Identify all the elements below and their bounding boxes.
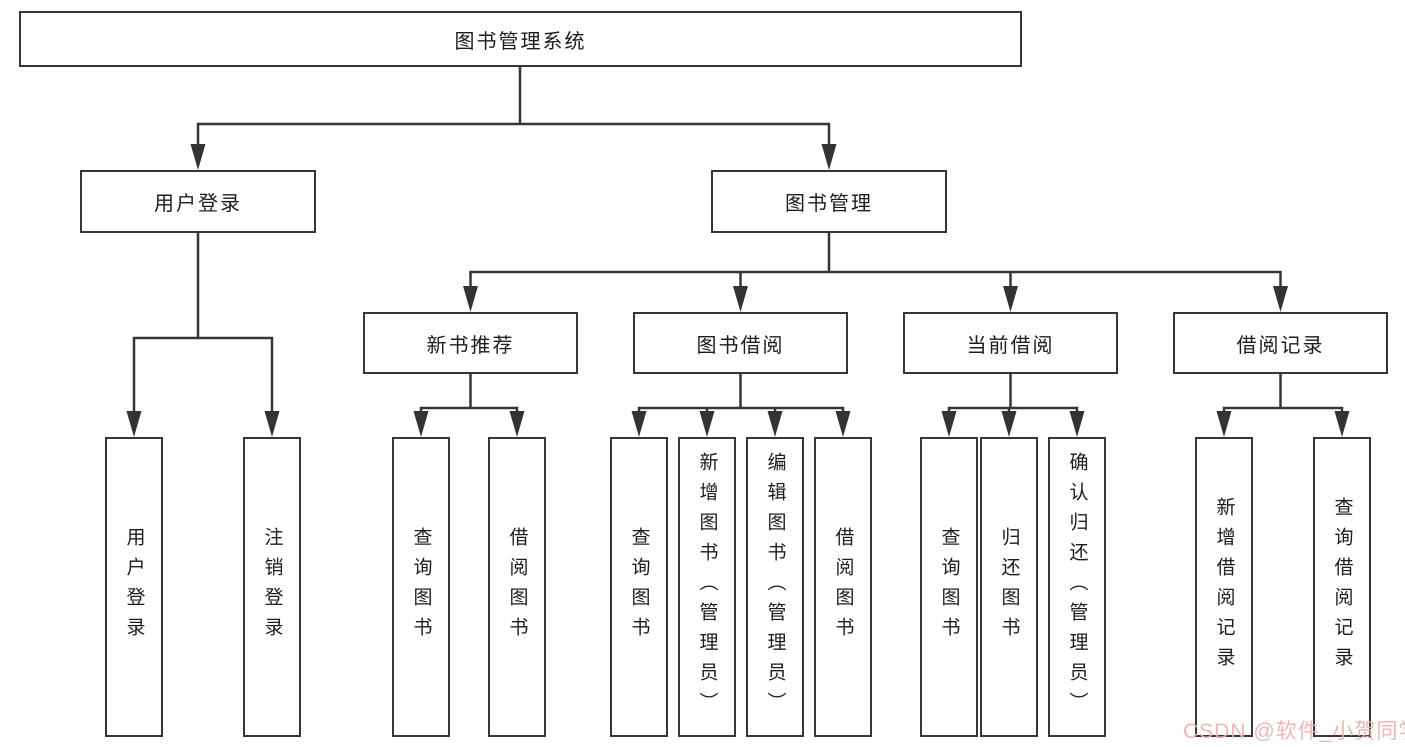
watermark: CSDN @软件_小贺同学 <box>1183 720 1405 743</box>
node-current-borrow: 当前借阅 <box>903 312 1118 374</box>
arrowheads <box>126 144 1350 437</box>
leaf-current-confirm-admin: 确认归还（管理员） <box>1048 437 1106 737</box>
node-book-management-label: 图书管理 <box>785 193 873 215</box>
leaf-newbook-borrow-label: 借阅图书 <box>506 527 528 647</box>
leaf-records-query-label: 查询借阅记录 <box>1331 497 1353 677</box>
leaf-borrow-add-admin-label: 新增图书（管理员） <box>696 452 718 722</box>
leaf-current-query: 查询图书 <box>920 437 978 737</box>
node-current-borrow-label: 当前借阅 <box>966 334 1055 357</box>
leaf-borrow-book-label: 借阅图书 <box>832 527 854 647</box>
leaf-records-add: 新增借阅记录 <box>1195 437 1253 737</box>
node-borrow-records: 借阅记录 <box>1173 312 1388 374</box>
node-user-login: 用户登录 <box>80 170 316 233</box>
leaf-newbook-query: 查询图书 <box>392 437 450 737</box>
node-borrow-records-label: 借阅记录 <box>1236 334 1325 357</box>
node-book-borrow-label: 图书借阅 <box>696 334 785 357</box>
leaf-borrow-query: 查询图书 <box>610 437 668 737</box>
node-book-management: 图书管理 <box>711 170 947 233</box>
leaf-newbook-query-label: 查询图书 <box>410 527 432 647</box>
leaf-borrow-edit-admin: 编辑图书（管理员） <box>746 437 804 737</box>
leaf-current-return: 归还图书 <box>980 437 1038 737</box>
leaf-logout: 注销登录 <box>243 437 301 737</box>
leaf-borrow-book: 借阅图书 <box>814 437 872 737</box>
node-root: 图书管理系统 <box>19 11 1022 67</box>
node-new-book-recommend: 新书推荐 <box>363 312 578 374</box>
leaf-current-confirm-admin-label: 确认归还（管理员） <box>1066 452 1088 722</box>
leaf-borrow-add-admin: 新增图书（管理员） <box>678 437 736 737</box>
leaf-borrow-query-label: 查询图书 <box>628 527 650 647</box>
node-user-login-label: 用户登录 <box>154 193 242 215</box>
node-root-label: 图书管理系统 <box>454 30 587 53</box>
leaf-records-add-label: 新增借阅记录 <box>1213 497 1235 677</box>
node-new-book-recommend-label: 新书推荐 <box>426 334 515 357</box>
leaf-user-login: 用户登录 <box>105 437 163 737</box>
leaf-borrow-edit-admin-label: 编辑图书（管理员） <box>764 452 786 722</box>
leaf-records-query: 查询借阅记录 <box>1313 437 1371 737</box>
leaf-logout-label: 注销登录 <box>261 527 283 647</box>
leaf-current-query-label: 查询图书 <box>938 527 960 647</box>
leaf-user-login-label: 用户登录 <box>123 527 145 647</box>
leaf-current-return-label: 归还图书 <box>998 527 1020 647</box>
node-book-borrow: 图书借阅 <box>633 312 848 374</box>
leaf-newbook-borrow: 借阅图书 <box>488 437 546 737</box>
